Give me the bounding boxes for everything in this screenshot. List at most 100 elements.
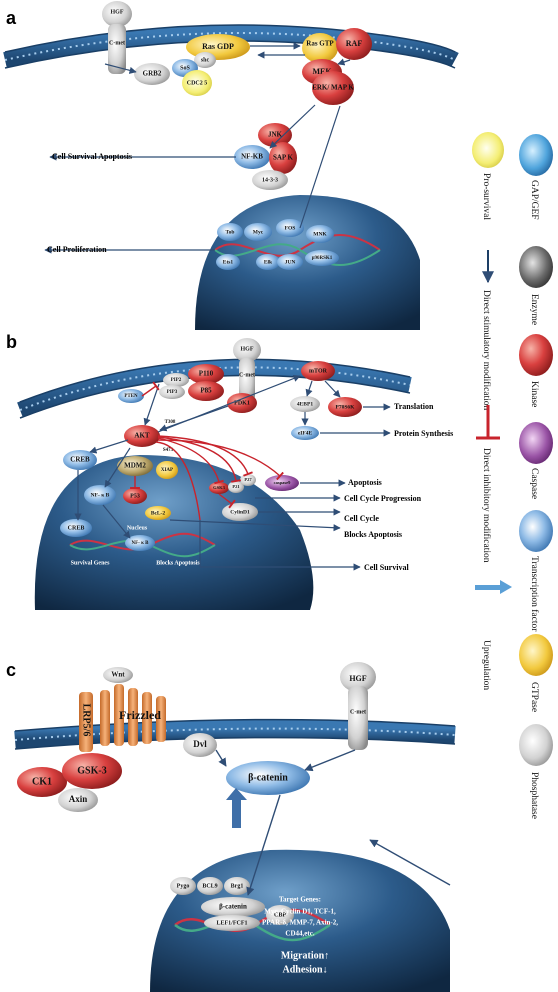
raf-label: RAF xyxy=(346,39,363,48)
frizzled-label: Frizzled xyxy=(119,708,161,722)
target-genes-line-3: CD44,etc. xyxy=(285,930,314,938)
creb-nuc-label: CREB xyxy=(68,525,85,531)
hgf-cmet-receptor-c: HGF C-met xyxy=(340,662,376,750)
cell-cycle-outcome: Cell Cycle xyxy=(344,514,379,523)
legend-label-tf: Transcription factor xyxy=(529,556,540,632)
legend-kinase: Kinase xyxy=(519,334,553,407)
t308-label: T308 xyxy=(165,420,176,425)
legend-inhibitory: Direct inhibitory modification xyxy=(476,405,500,563)
legend-label-caspase: Caspase xyxy=(529,468,539,499)
axin-label: Axin xyxy=(69,794,88,804)
ras-gtp-label: Ras GTP xyxy=(306,40,334,48)
cdc25-label: CDC2 5 xyxy=(187,80,208,86)
legend-phosphatase: Phosphatase xyxy=(519,724,553,819)
axin-node xyxy=(58,788,98,812)
pdk1-label: PDK1 xyxy=(234,400,250,406)
nfkb-nuc-label: NF- κ B xyxy=(132,541,150,546)
xiap-label: XIAP xyxy=(161,468,173,473)
target-genes-line-1: Myc, Cyclin D1, TCF-1, xyxy=(264,908,336,916)
cell-survival-outcome: Cell Survival xyxy=(364,563,409,572)
gsk3-label-c: GSK-3 xyxy=(77,765,106,776)
grb2-node xyxy=(134,63,170,85)
arrows-a xyxy=(44,42,351,254)
jnk-label: JNK xyxy=(268,131,283,139)
p110-label: P110 xyxy=(199,370,214,378)
raf-node xyxy=(336,28,372,60)
p90rsk1-label: p90RSK1 xyxy=(312,256,333,261)
erk-label: ERK/ MAP K xyxy=(312,84,354,92)
legend-upregulation: Upregulation xyxy=(475,580,512,690)
p1433-label: 14-3-3 xyxy=(262,177,278,183)
sos-label: SoS xyxy=(180,65,190,71)
pro-survival-icon xyxy=(472,132,504,168)
caspase9-label: caspase9 xyxy=(274,480,291,485)
bcatenin-node xyxy=(226,761,310,795)
nuclear-contents-c: Pygo BCL9 Brg1 β-catenin LEF1/FCF1 CBP T… xyxy=(170,877,338,975)
blocks-apoptosis-outcome: Blocks Apoptosis xyxy=(344,530,402,539)
cmet-label-c: C-met xyxy=(350,709,366,715)
cyclind1-label: CylinD1 xyxy=(230,509,250,515)
ras-gdp-label: Ras GDP xyxy=(202,42,234,51)
jun-label: JUN xyxy=(285,259,296,265)
bcl2-label: BcL-2 xyxy=(151,510,166,516)
akt-label: AKT xyxy=(134,432,150,440)
cmet-label-b: C-met xyxy=(239,372,255,378)
ck1-node xyxy=(17,767,67,797)
fos-label: FOS xyxy=(285,225,296,231)
bcatenin-label: β-catenin xyxy=(248,772,288,783)
panel-a-label: a xyxy=(6,8,17,28)
hgf-label-b: HGF xyxy=(241,346,254,352)
nfkb-label-a: NF-KB xyxy=(241,153,263,161)
elk-label: Elk xyxy=(264,259,273,265)
cdc25-node xyxy=(182,70,212,96)
legend-tf: Transcription factor xyxy=(519,510,553,632)
frizzled-receptor: LRP5/6 Frizzled Wnt xyxy=(79,667,166,752)
target-genes-line-2: PPAR-δ, MMP-7, Axin-2, xyxy=(262,919,338,927)
protein-synthesis-outcome: Protein Synthesis xyxy=(394,429,453,438)
legend-stimulatory: Direct stimulatory modification xyxy=(481,250,494,411)
dvl-label: Dvl xyxy=(193,739,207,749)
p1433-node xyxy=(252,170,288,190)
pygo-label: Pygo xyxy=(177,883,190,889)
nuclear-tfs-a: Tob Myc FOS MNK Ets1 Elk JUN p90RSK1 xyxy=(214,219,381,270)
arrows-c xyxy=(215,749,451,896)
upregulation-arrow-icon xyxy=(475,585,502,590)
cell-proliferation-outcome: Cell Proliferation xyxy=(47,245,107,254)
bcatenin-nuc-label: β-catenin xyxy=(219,903,247,911)
gsk3-label: GSK3 xyxy=(213,485,226,490)
creb-label: CREB xyxy=(70,456,90,464)
legend-label-stimulatory: Direct stimulatory modification xyxy=(481,290,492,411)
blocks-apoptosis-nuc-label: Blocks Apoptosis xyxy=(156,560,200,566)
bcl9-label: BCL9 xyxy=(202,883,217,889)
tob-label: Tob xyxy=(226,229,235,235)
s473-label: S473 xyxy=(163,448,174,453)
legend-enzyme: Enzyme xyxy=(519,246,553,325)
enzyme-icon xyxy=(519,246,553,288)
kinase-icon xyxy=(519,334,553,376)
legend-gap-gef: GAP/GEF xyxy=(519,134,553,220)
survival-genes-label: Survival Genes xyxy=(71,560,111,566)
pip3-label: PIP3 xyxy=(167,390,178,395)
legend-pro-survival: Pro-survival xyxy=(472,132,504,220)
legend-label-gap-gef: GAP/GEF xyxy=(529,180,539,220)
legend-label-enzyme: Enzyme xyxy=(529,294,539,325)
hgf-label-c: HGF xyxy=(349,674,366,683)
pten-label: PTEN xyxy=(124,394,138,399)
arrows-b xyxy=(74,375,391,571)
ebp1-label: 4EBP1 xyxy=(297,401,313,407)
cmet-label-a: C-met xyxy=(109,40,125,46)
legend-label-upregulation: Upregulation xyxy=(481,640,491,690)
shc-label: shc xyxy=(201,57,210,63)
mtor-label: mTOR xyxy=(309,368,328,374)
sapk-node xyxy=(269,142,297,174)
legend-label-gtpase: GTPase xyxy=(529,682,539,712)
p21-label: P21 xyxy=(232,484,240,489)
panel-c: c LRP5/6 Frizzled Wnt Dvl HGF C-met xyxy=(6,660,456,992)
p27-label: P27 xyxy=(244,477,252,482)
apoptosis-outcome: Apoptosis xyxy=(348,478,382,487)
transcription-factor-icon xyxy=(519,510,553,552)
jnk-node xyxy=(258,123,292,147)
nfkb-node-a xyxy=(234,145,270,169)
brg1-label: Brg1 xyxy=(231,883,244,889)
